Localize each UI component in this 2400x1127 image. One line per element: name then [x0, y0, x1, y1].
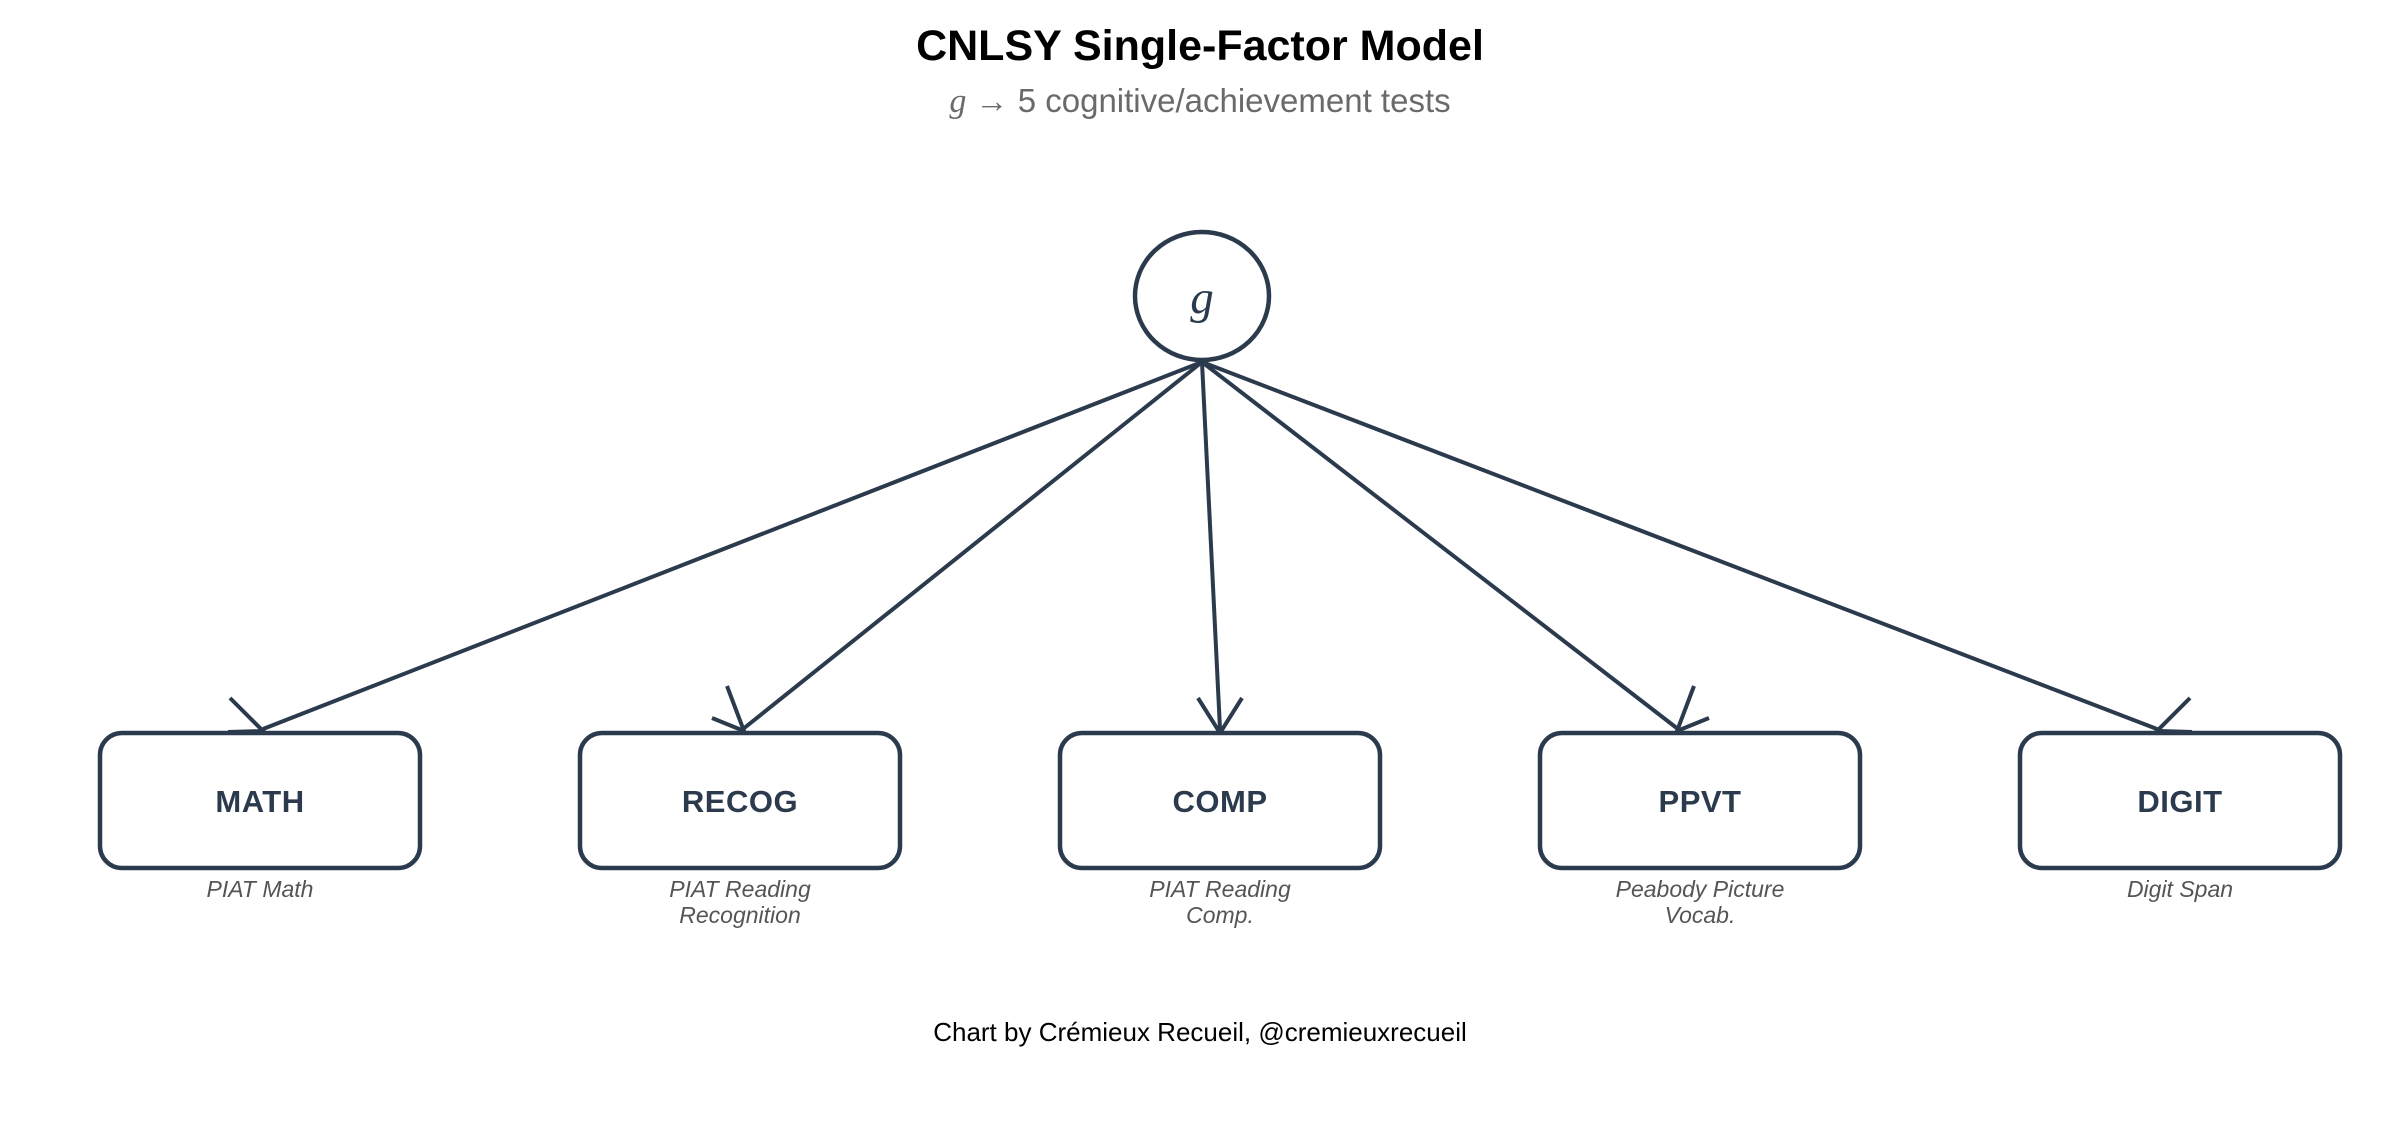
indicator-caption-digit-line1: Digit Span: [2127, 876, 2233, 902]
indicator-box-recog: [577, 730, 903, 871]
edge-g-to-ppvt: [1200, 360, 1710, 735]
indicator-label-digit: DIGIT: [2137, 784, 2222, 819]
arrowhead-ppvt-icon: [1673, 685, 1710, 735]
edge-g-to-digit: [1201, 360, 2193, 734]
edge-line-g-math: [262, 360, 1203, 731]
indicator-node-comp[interactable]: COMP PIAT Reading Comp.: [1057, 730, 1383, 928]
edge-line-g-comp: [1200, 361, 1222, 730]
subtitle-rest: → 5 cognitive/achievement tests: [966, 82, 1450, 119]
latent-factor-node-g[interactable]: g: [1132, 229, 1272, 363]
edges-group: [227, 360, 2193, 737]
arrowhead-digit-icon: [2152, 696, 2193, 734]
subtitle-factor-symbol: g: [949, 83, 966, 120]
edge-line-g-digit: [1201, 360, 2158, 731]
edge-g-to-recog: [711, 360, 1204, 735]
indicator-caption-math-line1: PIAT Math: [207, 876, 314, 902]
edge-g-to-comp: [1196, 361, 1244, 737]
indicator-caption-comp-line2: Comp.: [1186, 902, 1254, 928]
factor-label: g: [1190, 272, 1214, 324]
indicator-label-comp: COMP: [1173, 784, 1268, 819]
indicator-caption-recog-line2: Recognition: [679, 902, 800, 928]
indicator-box-digit: [2017, 730, 2343, 871]
indicator-label-ppvt: PPVT: [1659, 784, 1742, 819]
chart-title: CNLSY Single-Factor Model: [916, 22, 1484, 70]
indicator-caption-ppvt-line1: Peabody Picture: [1616, 876, 1785, 902]
indicator-box-math: [97, 730, 423, 871]
indicator-box-ppvt: [1537, 730, 1863, 871]
edge-line-g-ppvt: [1200, 360, 1680, 731]
edge-g-to-math: [227, 360, 1203, 734]
indicator-label-recog: RECOG: [682, 784, 798, 819]
indicator-caption-recog-line1: PIAT Reading: [669, 876, 811, 902]
indicator-node-math[interactable]: MATH PIAT Math: [97, 730, 423, 902]
arrowhead-recog-icon: [711, 685, 748, 735]
arrowhead-math-icon: [227, 696, 268, 734]
indicator-node-ppvt[interactable]: PPVT Peabody Picture Vocab.: [1537, 730, 1863, 928]
indicator-node-digit[interactable]: DIGIT Digit Span: [2017, 730, 2343, 902]
chart-subtitle: g → 5 cognitive/achievement tests: [949, 82, 1450, 120]
edge-line-g-recog: [741, 360, 1204, 731]
factor-ellipse: [1132, 229, 1272, 363]
indicator-node-recog[interactable]: RECOG PIAT Reading Recognition: [577, 730, 903, 928]
chart-credit: Chart by Crémieux Recueil, @cremieuxrecu…: [933, 1017, 1467, 1047]
svg-text:g → 5 cognitive/achievement te: g → 5 cognitive/achievement tests: [949, 82, 1450, 120]
indicator-caption-ppvt-line2: Vocab.: [1665, 902, 1736, 928]
indicator-label-math: MATH: [215, 784, 304, 819]
indicator-box-comp: [1057, 730, 1383, 871]
indicator-caption-comp-line1: PIAT Reading: [1149, 876, 1291, 902]
